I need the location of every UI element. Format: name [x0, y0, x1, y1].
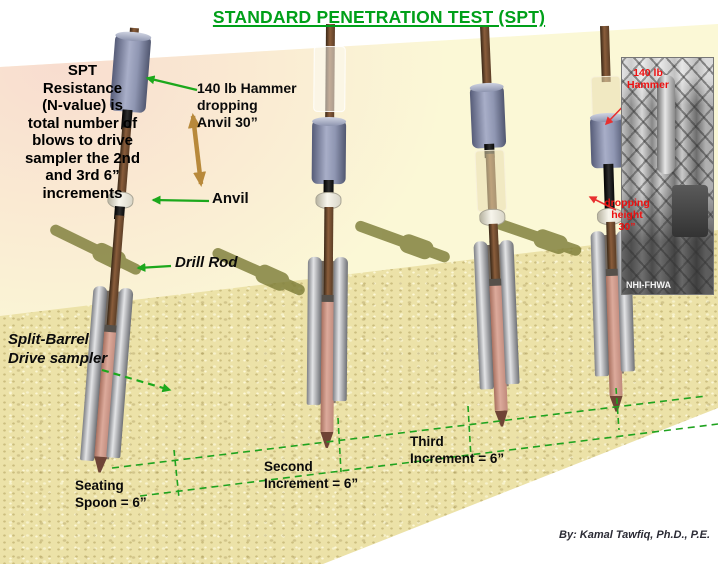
increment-tick-1 — [173, 449, 180, 499]
hammer-label: 140 lb Hammer dropping Anvil 30” — [197, 80, 297, 130]
rig-photo-machine — [672, 185, 709, 238]
photo-hammer-label: 140 lb Hammer — [626, 67, 670, 91]
photo-watermark: NHI-FHWA — [626, 280, 671, 290]
drill-rod-pointer-arrow — [136, 263, 172, 273]
photo-drop-height-label: dropping height 30” — [604, 197, 650, 233]
increment-tick-2 — [337, 417, 342, 473]
drop-height-double-arrow — [187, 113, 207, 187]
spt-resistance-note: SPT Resistance (N-value) is total number… — [24, 62, 141, 202]
sampler-label: Split-Barrel Drive sampler — [8, 331, 108, 367]
drill-rod-label: Drill Rod — [175, 254, 238, 271]
depth-line-upper — [111, 395, 707, 469]
red-arrow-rod — [588, 196, 617, 211]
increment-tick-4 — [615, 387, 620, 431]
depth-line-lower — [139, 423, 718, 497]
rig-photo: NHI-FHWA — [621, 57, 714, 295]
anvil-pointer-arrow — [151, 195, 210, 205]
slide-title: STANDARD PENETRATION TEST (SPT) — [212, 7, 546, 27]
rig-photo-hammer — [656, 74, 675, 174]
second-increment-label: Second Increment = 6” — [264, 459, 359, 491]
sampler-pointer-arrow — [101, 368, 172, 393]
hammer-pointer-arrow — [145, 75, 198, 92]
third-increment-label: Third Increment = 6” — [410, 434, 505, 466]
increment-tick-3 — [467, 405, 472, 459]
seating-spoon-label: Seating Spoon = 6” — [75, 478, 147, 510]
anvil-label: Anvil — [212, 190, 249, 207]
author-credit: By: Kamal Tawfiq, Ph.D., P.E. — [559, 529, 710, 541]
